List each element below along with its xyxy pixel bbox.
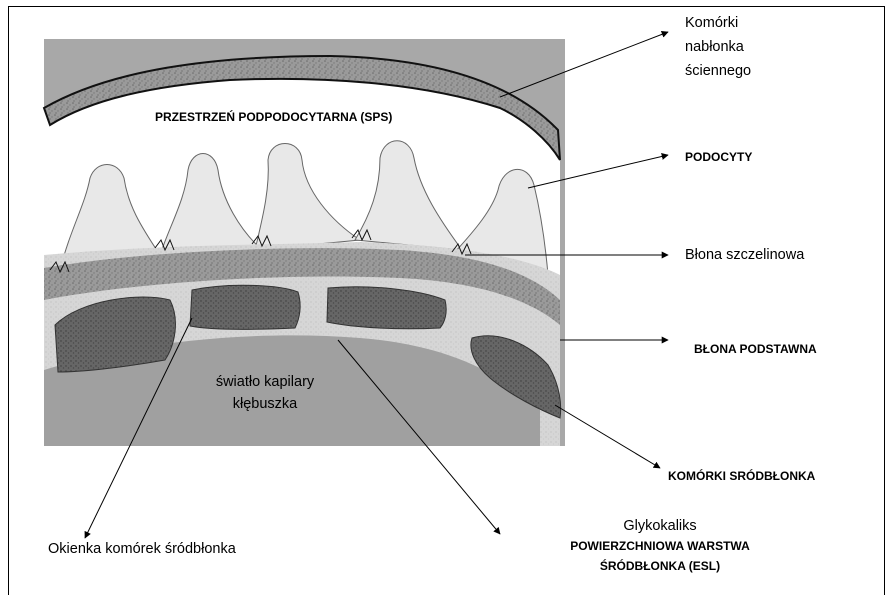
label-parietal-2: nabłonka	[685, 38, 744, 57]
arrow-endothelial	[555, 405, 660, 468]
endothelial-cell	[190, 285, 300, 329]
label-gbm: BŁONA PODSTAWNA	[694, 340, 817, 359]
label-glyco: Glykokaliks	[530, 517, 790, 536]
label-lumen-1: światło kapilary	[190, 373, 340, 392]
label-fenestrae: Okienka komórek śródbłonka	[48, 540, 236, 559]
label-endothelial: KOMÓRKI SRÓDBŁONKA	[668, 467, 815, 486]
label-parietal-1: Komórki	[685, 14, 738, 33]
label-lumen-2: kłębuszka	[190, 395, 340, 414]
label-slit: Błona szczelinowa	[685, 246, 804, 265]
label-esl-1: POWIERZCHNIOWA WARSTWA	[530, 537, 790, 556]
label-sps: PRZESTRZEŃ PODPODOCYTARNA (SPS)	[155, 108, 392, 127]
label-podocytes: PODOCYTY	[685, 148, 752, 167]
label-parietal-3: ściennego	[685, 62, 751, 81]
label-esl-2: ŚRÓDBŁONKA (ESL)	[530, 557, 790, 576]
